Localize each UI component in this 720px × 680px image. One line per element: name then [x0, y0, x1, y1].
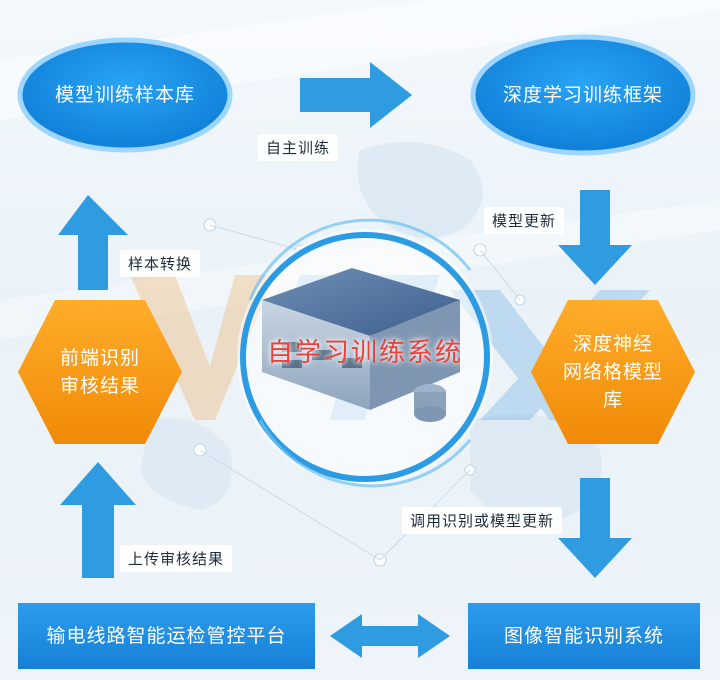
- edge-label-sample-conversion: 样本转换: [120, 250, 201, 277]
- arrow-double-bottom: [330, 614, 450, 658]
- arrow-down-right-lower: [558, 478, 632, 578]
- center-title: 自学习训练系统: [266, 338, 463, 368]
- edge-label-upload-review: 上传审核结果: [120, 545, 233, 572]
- node-frontend-review: 前端识别 审核结果: [59, 347, 140, 397]
- edge-label-model-update: 模型更新: [484, 207, 565, 234]
- edge-label-call-or-update: 调用识别或模型更新: [402, 507, 563, 534]
- arrow-down-right-upper: [558, 190, 632, 285]
- node-image-recognition: 图像智能识别系统: [503, 625, 664, 647]
- node-dl-framework: 深度学习训练框架: [502, 84, 663, 106]
- arrow-right-top: [300, 62, 412, 128]
- node-sample-library: 模型训练样本库: [54, 84, 195, 106]
- edge-label-self-training: 自主训练: [258, 134, 339, 161]
- node-nn-model-library: 深度神经 网络格模型 库: [562, 333, 663, 411]
- node-transmission-platform: 输电线路智能运检管控平台: [46, 625, 287, 647]
- arrow-up-left-upper: [58, 195, 128, 290]
